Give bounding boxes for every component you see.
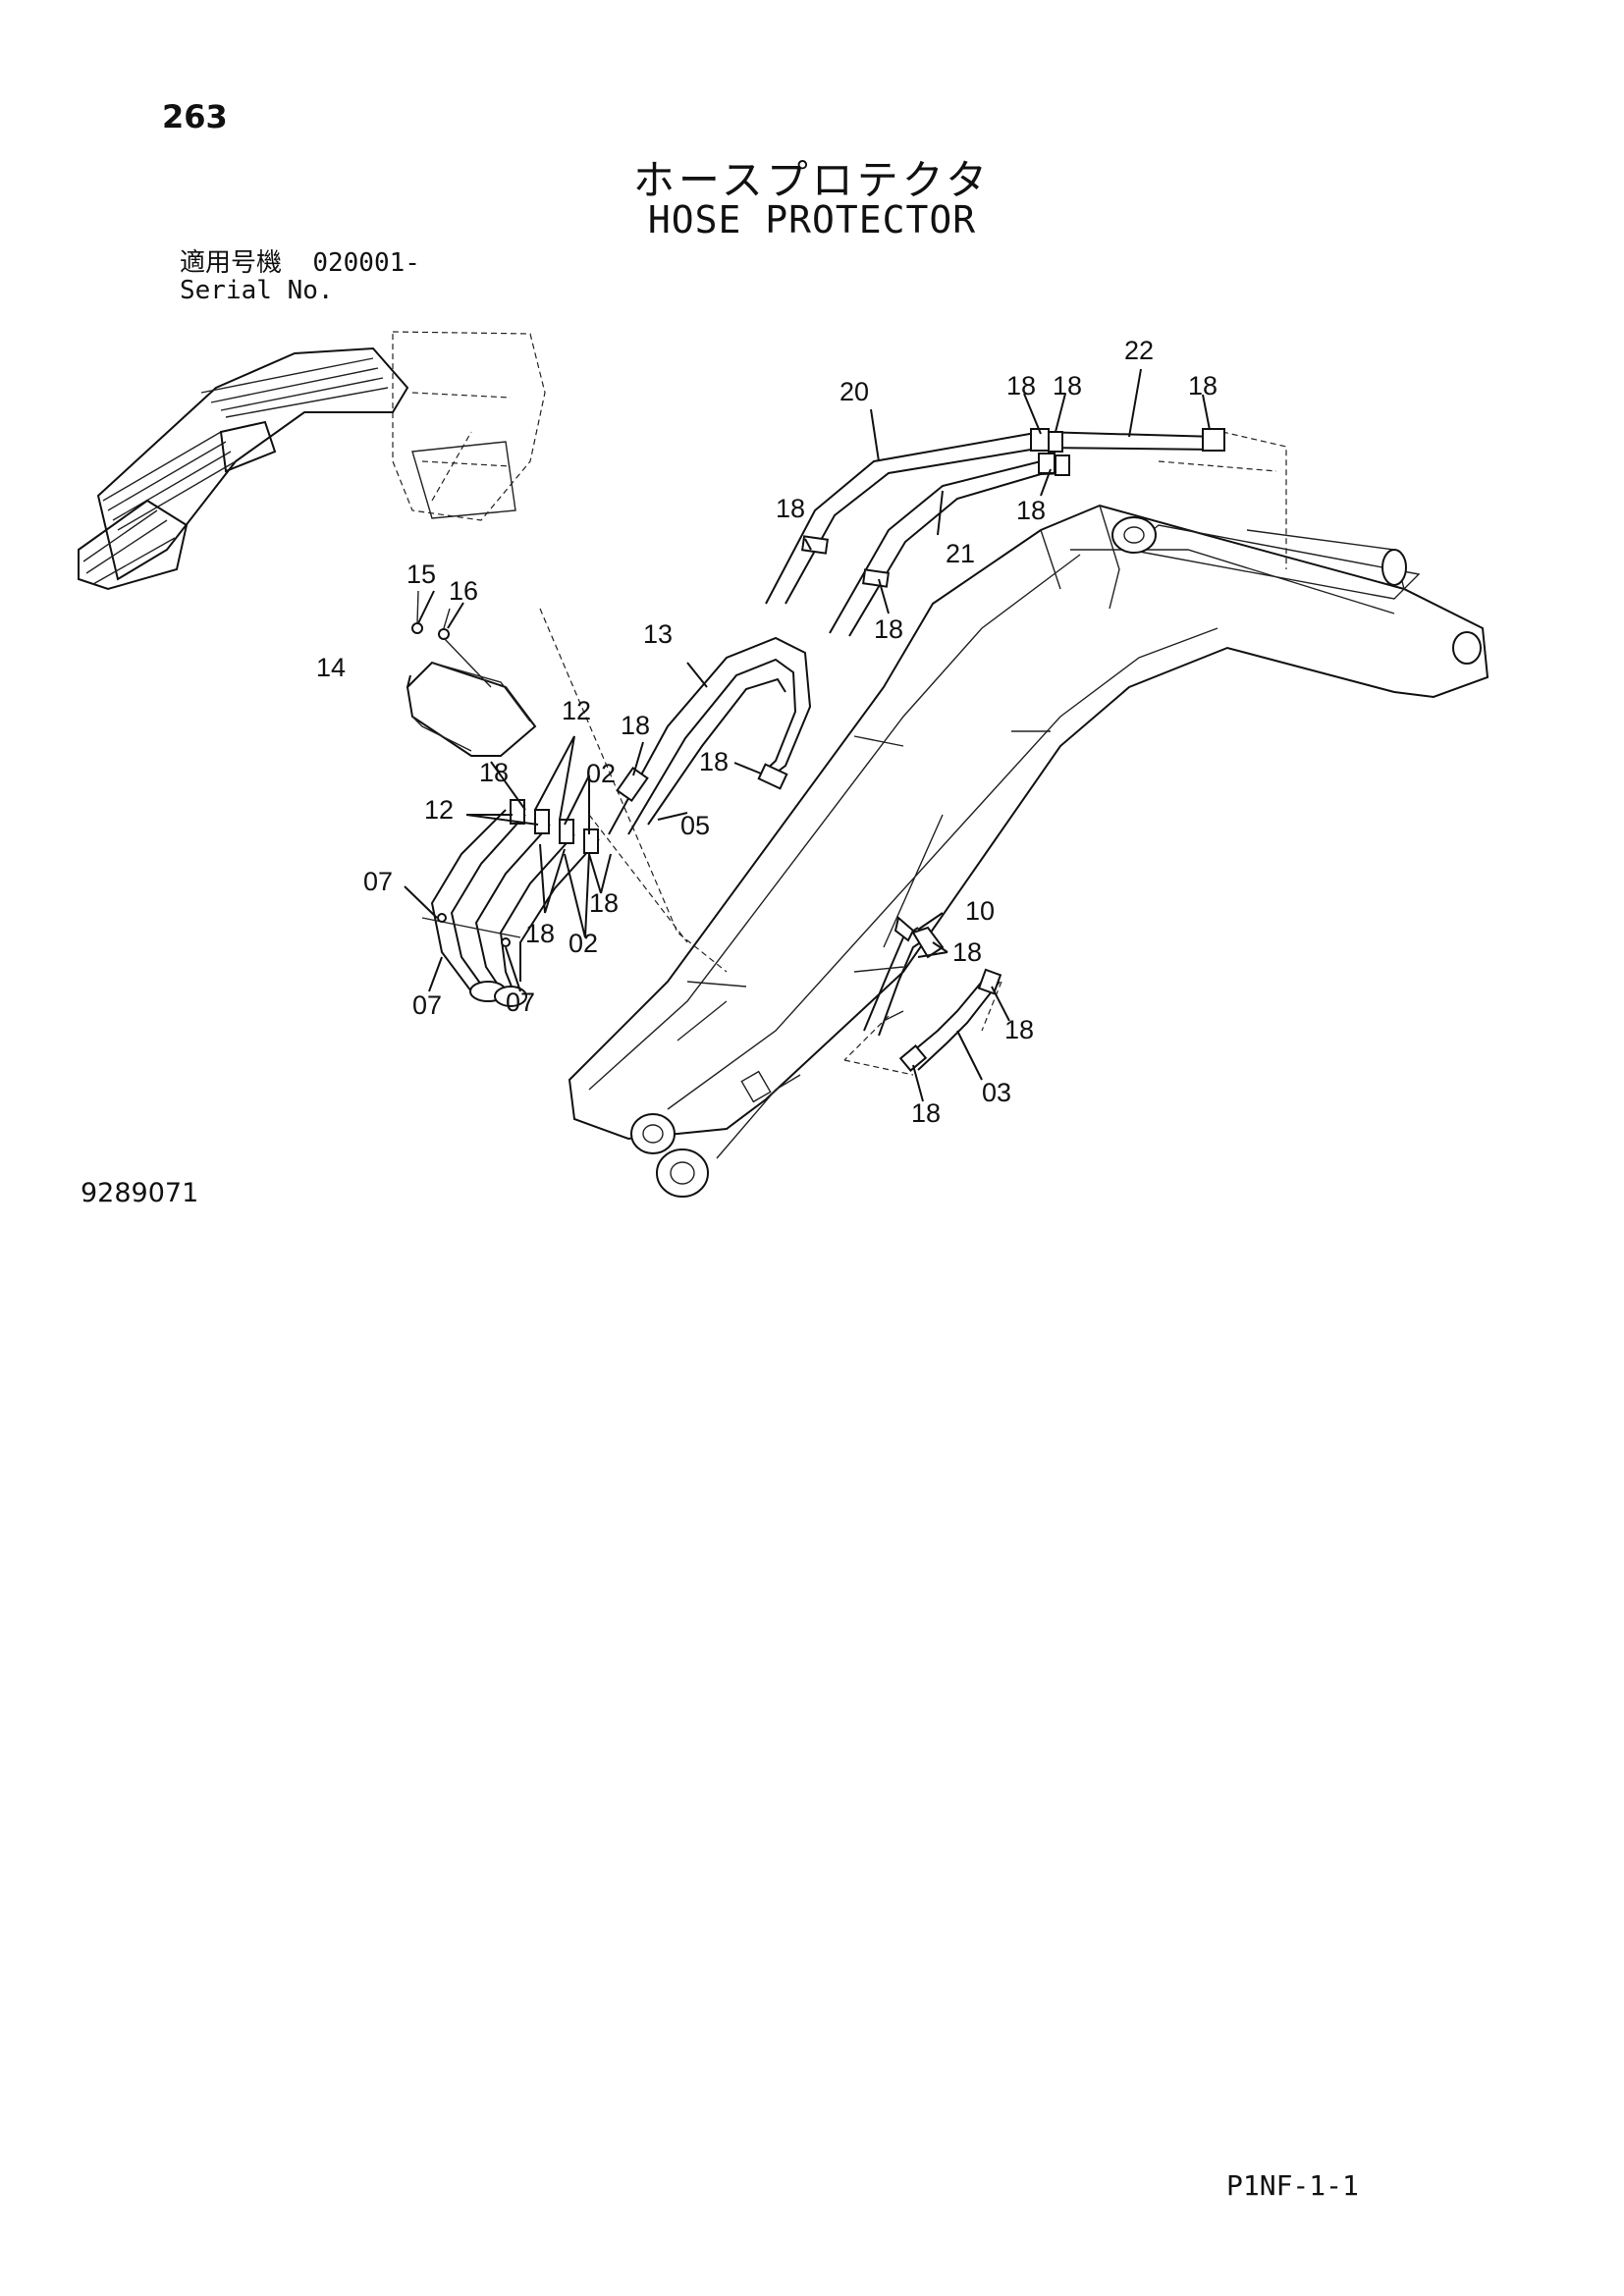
- machine-overview-thumbnail: [78, 331, 546, 591]
- part-label-18: 18: [479, 758, 509, 787]
- figure-number: 9289071: [81, 1178, 199, 1208]
- u-bend-hose-group: [608, 636, 812, 835]
- page-title-english: HOSE PROTECTOR: [647, 198, 977, 241]
- part-label-18: 18: [699, 747, 729, 776]
- part-label-13: 13: [643, 619, 673, 649]
- part-label-10: 10: [965, 896, 995, 926]
- part-label-18: 18: [874, 614, 903, 644]
- part-label-18: 18: [911, 1098, 941, 1128]
- part-label-20: 20: [839, 377, 869, 406]
- lower-hose-bundle: [421, 799, 600, 1007]
- part-label-03: 03: [982, 1078, 1011, 1107]
- part-label-18: 18: [1004, 1015, 1034, 1044]
- part-label-14: 14: [316, 653, 346, 682]
- part-label-02: 02: [586, 759, 616, 788]
- part-label-12: 12: [424, 795, 454, 825]
- part-label-18: 18: [776, 494, 805, 523]
- part-label-22: 21: [946, 539, 975, 568]
- part-label-05: 05: [680, 811, 710, 840]
- part-label-12: 12: [562, 696, 591, 725]
- part-label-21: 22: [1124, 336, 1154, 365]
- boom-assembly: [539, 431, 1489, 1198]
- part-label-18: 18: [525, 919, 555, 948]
- part-label-07: 07: [412, 990, 442, 1020]
- part-label-02: 02: [568, 929, 598, 958]
- part-label-15: 15: [406, 560, 436, 589]
- serial-label-english: Serial No.: [180, 276, 334, 305]
- serial-label-japanese: 適用号機: [180, 248, 283, 278]
- hose-cover: [406, 590, 537, 757]
- page-code: P1NF-1-1: [1226, 2169, 1359, 2202]
- part-label-18: 18: [589, 888, 619, 918]
- small-hose-group: [853, 916, 1002, 1072]
- upper-hose-group: [765, 428, 1225, 637]
- part-number-labels: 22 20 18 18 18 18 18 21 18 15 16 13 14 1…: [316, 336, 1218, 1128]
- part-label-16: 16: [449, 576, 478, 606]
- page-number: 263: [162, 98, 228, 135]
- part-label-07: 07: [363, 867, 393, 896]
- serial-value: 020001-: [312, 248, 420, 278]
- serial-applicability-row: 適用号機 020001-: [180, 250, 420, 276]
- part-label-18: 18: [952, 937, 982, 967]
- part-label-18: 18: [1188, 371, 1218, 400]
- part-label-18: 18: [1006, 371, 1036, 400]
- page-title-japanese: ホースプロテクタ: [632, 156, 992, 204]
- part-label-07: 07: [506, 988, 535, 1017]
- part-label-18: 18: [1053, 371, 1082, 400]
- part-label-18: 18: [621, 711, 650, 740]
- leader-lines: [404, 368, 1211, 1102]
- part-label-18: 18: [1016, 496, 1046, 525]
